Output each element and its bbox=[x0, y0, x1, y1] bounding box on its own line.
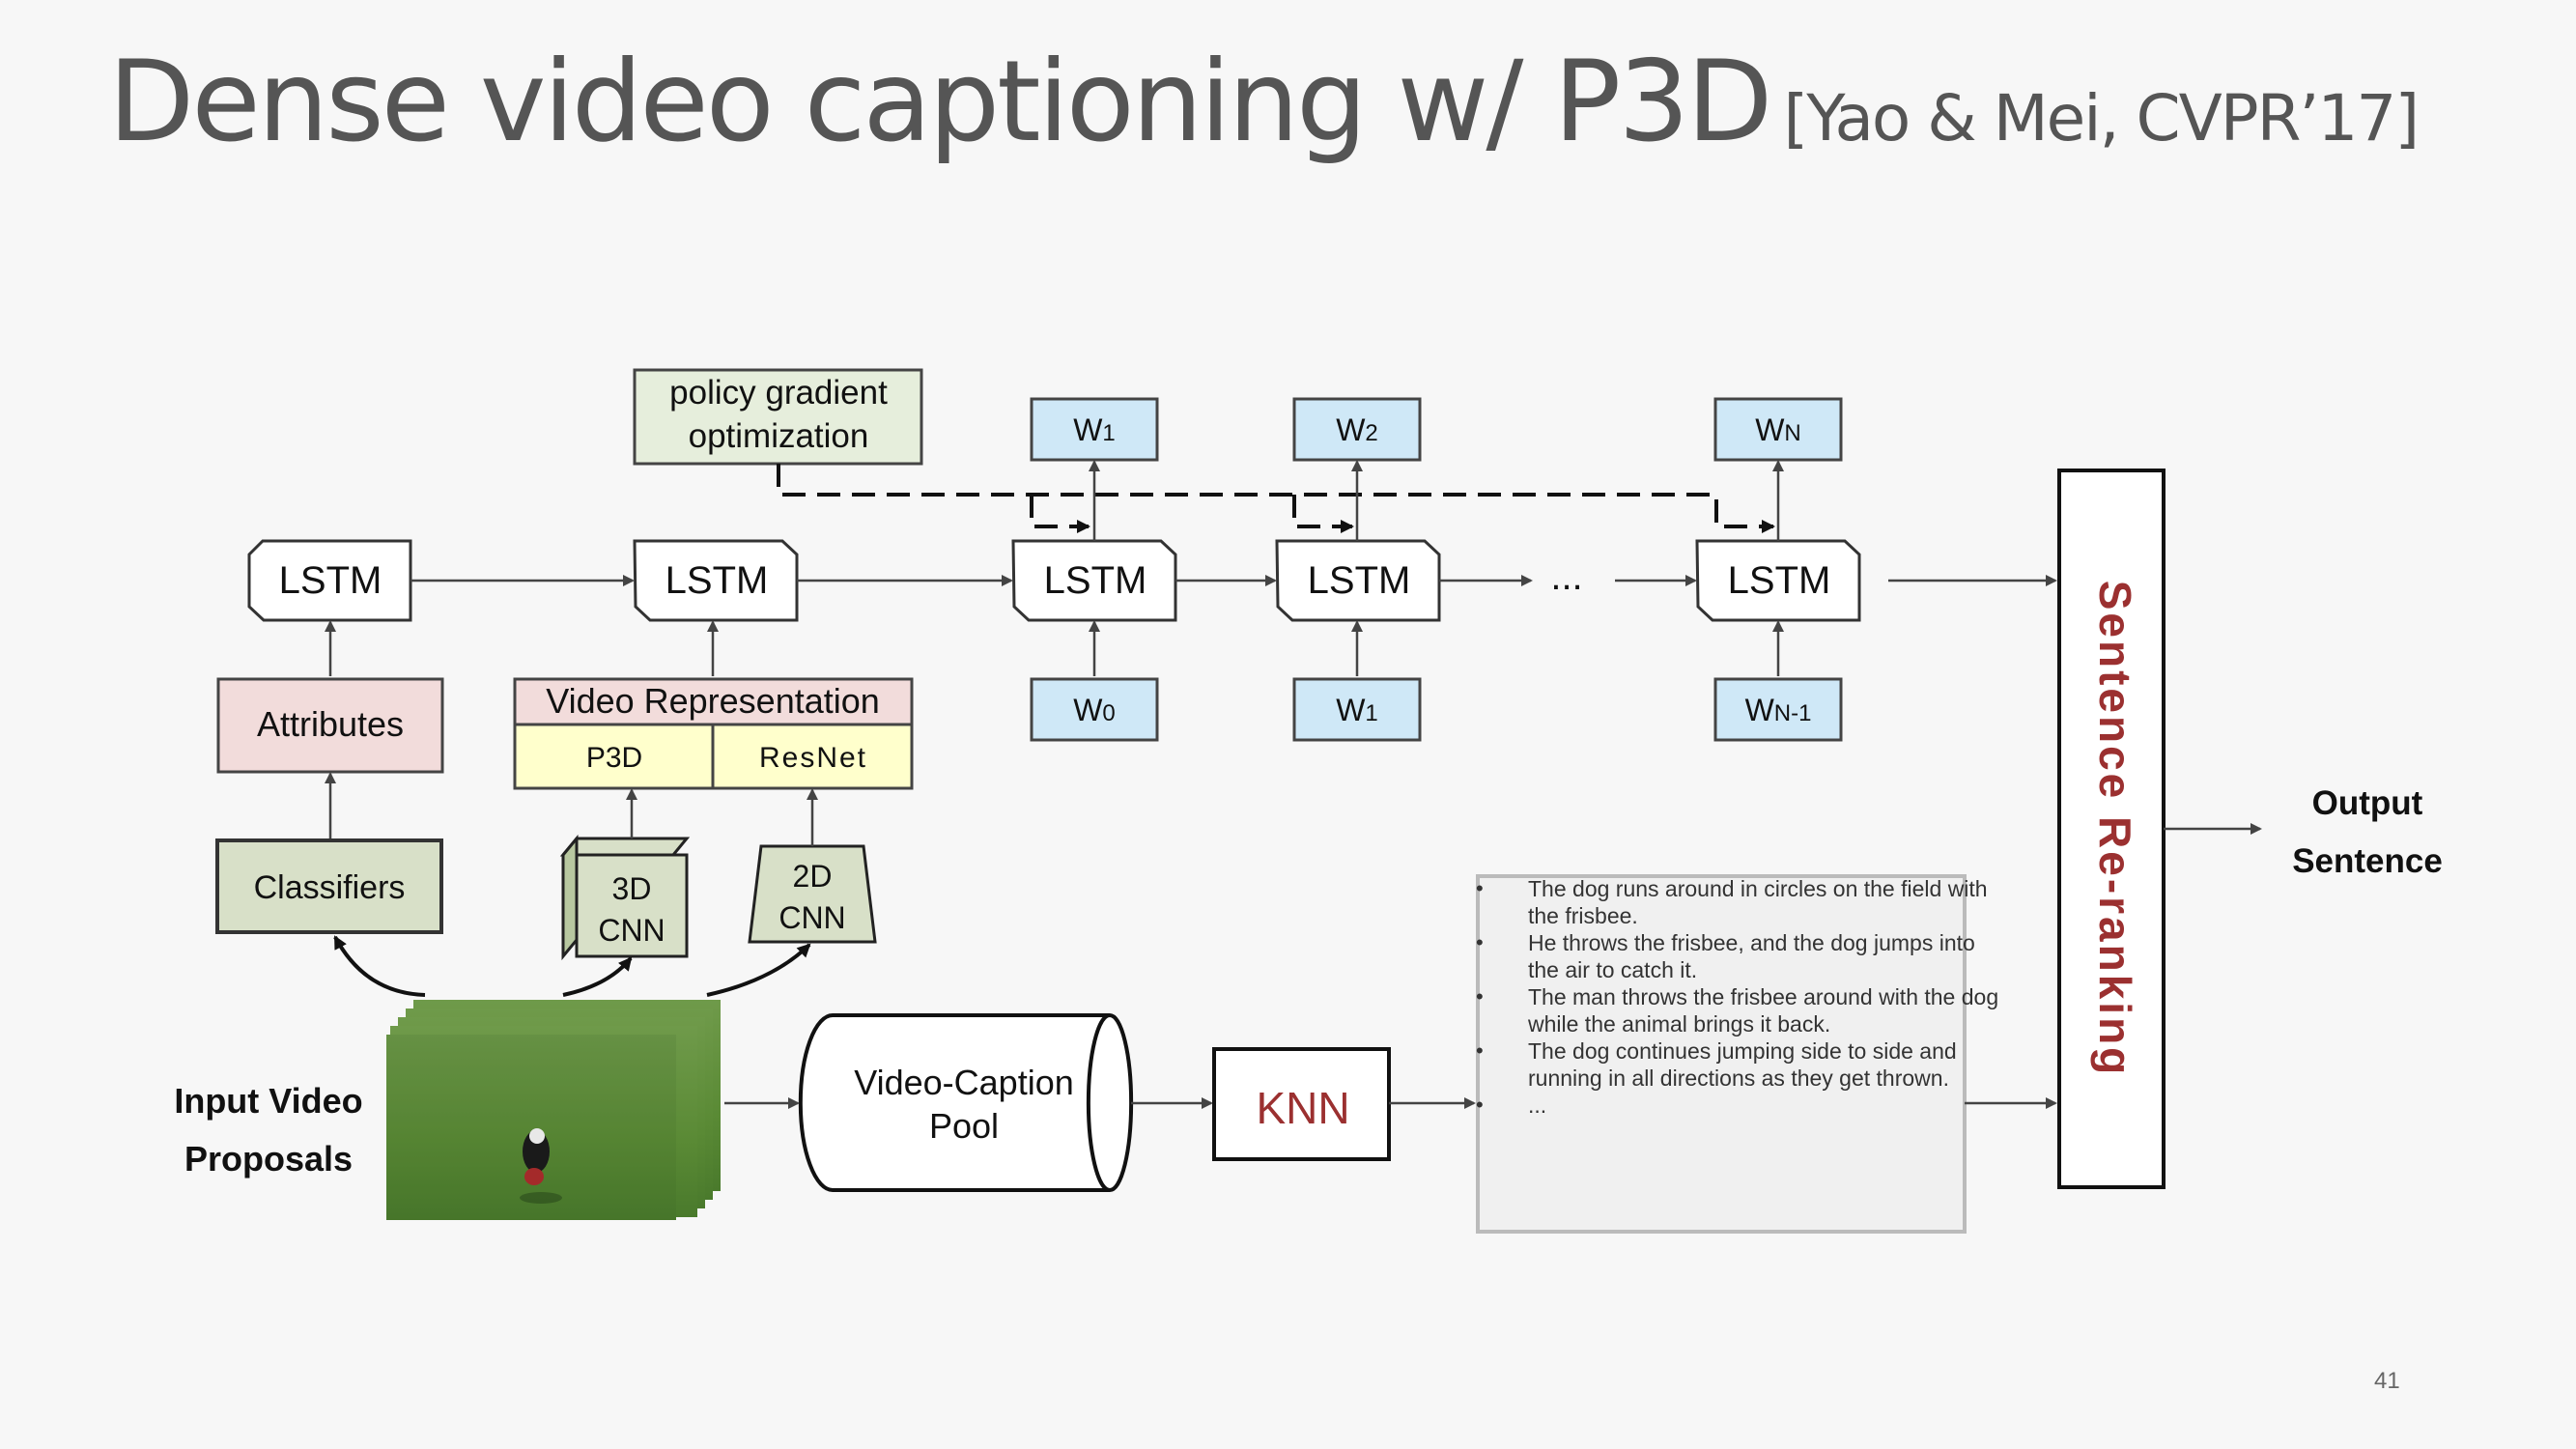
output-word-2-letter: W bbox=[1336, 412, 1366, 447]
attributes-box: Attributes bbox=[216, 677, 444, 774]
input-word-1-sub: 1 bbox=[1365, 700, 1377, 726]
output-word-n-sub: N bbox=[1784, 420, 1800, 446]
pool-label-line2: Pool bbox=[929, 1106, 999, 1146]
lstm-cell-2: LSTM bbox=[633, 539, 799, 622]
caption-item: The dog continues jumping side to side a… bbox=[1476, 1037, 2011, 1092]
output-label-line1: Output bbox=[2312, 784, 2423, 822]
attributes-label: Attributes bbox=[257, 704, 404, 744]
input-word-n-1: WN-1 bbox=[1713, 677, 1843, 742]
input-word-0-letter: W bbox=[1073, 693, 1103, 727]
reranking-label: Sentence Re-ranking bbox=[2090, 581, 2140, 1078]
lstm-label: LSTM bbox=[279, 559, 382, 602]
caption-item: He throws the frisbee, and the dog jumps… bbox=[1476, 929, 2011, 983]
slide-title: Dense video captioning w/ P3D[Yao & Mei,… bbox=[108, 37, 2420, 167]
input-video-frames bbox=[386, 1000, 721, 1220]
title-main: Dense video captioning w/ P3D bbox=[108, 37, 1772, 167]
cnn3d-line2: CNN bbox=[598, 913, 665, 948]
policy-label-line2: optimization bbox=[689, 417, 869, 455]
lstm-cell-3: LSTM bbox=[1011, 539, 1177, 622]
p3d-label: P3D bbox=[586, 742, 642, 774]
video-representation-label: Video Representation bbox=[546, 681, 880, 721]
caption-item: ... bbox=[1476, 1092, 2011, 1119]
svg-text:W0: W0 bbox=[1073, 693, 1116, 727]
output-word-1-sub: 1 bbox=[1102, 420, 1115, 446]
video-representation-box: Video Representation P3D ResNet bbox=[513, 677, 914, 790]
lstm-label: LSTM bbox=[665, 559, 769, 602]
word-arrows bbox=[325, 460, 1784, 676]
output-word-n: WN bbox=[1713, 397, 1843, 462]
cnn-2d-trapezoid: 2D CNN bbox=[748, 844, 877, 944]
policy-feedback-line bbox=[777, 464, 1775, 533]
input-word-n-1-sub: N-1 bbox=[1774, 700, 1812, 726]
caption-item: The dog runs around in circles on the fi… bbox=[1476, 875, 2011, 929]
lstm-cell-n: LSTM bbox=[1695, 539, 1861, 622]
svg-text:W2: W2 bbox=[1336, 412, 1378, 447]
cnn-3d-cube: 3D CNN bbox=[559, 834, 691, 961]
svg-text:W1: W1 bbox=[1073, 412, 1116, 447]
video-caption-pool: Video-Caption Pool bbox=[798, 1013, 1134, 1192]
sentence-reranking-box: Sentence Re-ranking bbox=[2057, 469, 2166, 1189]
title-citation: [Yao & Mei, CVPR’17] bbox=[1783, 81, 2420, 156]
lstm-label: LSTM bbox=[1044, 559, 1147, 602]
cnn2d-line2: CNN bbox=[778, 900, 845, 935]
lstm-cell-4: LSTM bbox=[1275, 539, 1441, 622]
input-video-label-line2: Proposals bbox=[184, 1139, 353, 1179]
video-frame-image bbox=[386, 1035, 676, 1220]
lstm-label: LSTM bbox=[1728, 559, 1831, 602]
lstm-ellipsis: ... bbox=[1550, 555, 1582, 598]
output-word-2-sub: 2 bbox=[1365, 420, 1377, 446]
input-word-1: W1 bbox=[1292, 677, 1422, 742]
cnn2d-line1: 2D bbox=[793, 859, 833, 894]
output-word-2: W2 bbox=[1292, 397, 1422, 462]
svg-text:WN: WN bbox=[1755, 412, 1801, 447]
lstm-label: LSTM bbox=[1308, 559, 1411, 602]
input-video-label-line1: Input Video bbox=[174, 1081, 362, 1121]
resnet-label: ResNet bbox=[759, 742, 867, 774]
lstm-cell-1: LSTM bbox=[247, 539, 412, 622]
input-word-0: W0 bbox=[1030, 677, 1159, 742]
caption-candidates-list: The dog runs around in circles on the fi… bbox=[1476, 875, 2011, 1119]
cnn3d-line1: 3D bbox=[612, 871, 652, 906]
video-feature-arrows bbox=[333, 935, 811, 997]
knn-box: KNN bbox=[1212, 1047, 1391, 1161]
output-word-1-letter: W bbox=[1073, 412, 1103, 447]
input-word-n-1-letter: W bbox=[1745, 693, 1775, 727]
output-label-line2: Sentence bbox=[2292, 842, 2443, 880]
classifiers-box: Classifiers bbox=[215, 838, 443, 934]
policy-gradient-box: policy gradient optimization bbox=[633, 368, 923, 466]
svg-text:WN-1: WN-1 bbox=[1745, 693, 1812, 727]
svg-text:W1: W1 bbox=[1336, 693, 1378, 727]
classifiers-label: Classifiers bbox=[254, 869, 406, 906]
output-word-1: W1 bbox=[1030, 397, 1159, 462]
pool-label-line1: Video-Caption bbox=[854, 1063, 1074, 1102]
knn-label: KNN bbox=[1256, 1083, 1349, 1133]
input-word-0-sub: 0 bbox=[1102, 700, 1115, 726]
page-number: 41 bbox=[2374, 1368, 2400, 1394]
input-word-1-letter: W bbox=[1336, 693, 1366, 727]
output-word-n-letter: W bbox=[1755, 412, 1785, 447]
caption-item: The man throws the frisbee around with t… bbox=[1476, 983, 2011, 1037]
policy-label-line1: policy gradient bbox=[669, 374, 888, 412]
